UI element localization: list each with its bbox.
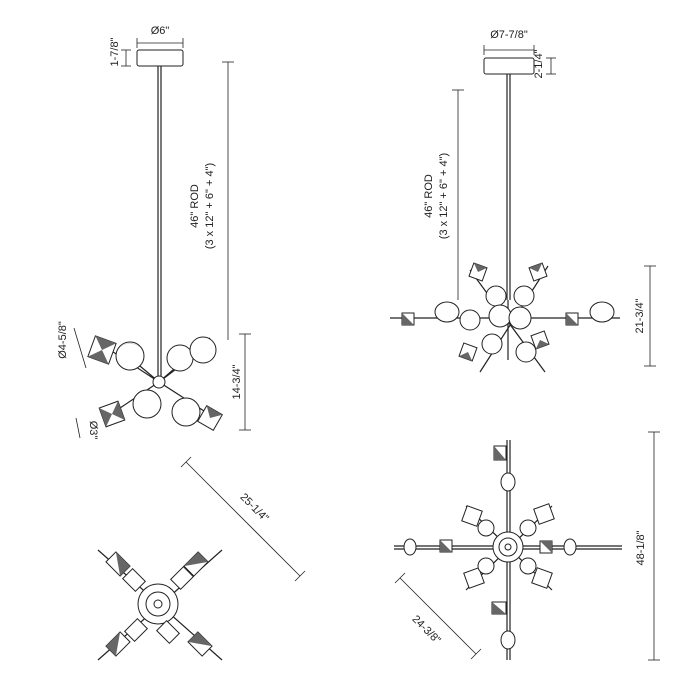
v1-body-h-label: 14-3/4"	[231, 364, 243, 399]
v2-canopy-dia-label: Ø7-7/8"	[490, 29, 528, 41]
view2-elevation: Ø7-7/8" 2-1/4" 46" ROD (3 x 12" + 6" + 4…	[390, 29, 656, 373]
v1-globe	[171, 397, 201, 427]
v2-plan-diag-label: 24-3/8"	[409, 613, 442, 646]
v1-rod-label-2: (3 x 12" + 6" + 4")	[204, 163, 216, 249]
v1-globe	[189, 336, 217, 364]
v1-crystal	[98, 400, 126, 428]
v1-plan-crystal	[183, 551, 209, 577]
v2-globe	[485, 285, 507, 307]
v2-canopy-h-label: 2-1/4"	[533, 49, 545, 78]
v2-rod-label-2: (3 x 12" + 6" + 4")	[438, 153, 450, 239]
v2-globe	[589, 301, 615, 323]
v1-crystal	[197, 405, 223, 431]
v1-crystal-dia-label: Ø3"	[87, 421, 99, 440]
view1-plan: 25-1/4"	[97, 456, 306, 661]
v1-globe	[132, 389, 162, 419]
v1-globe	[166, 344, 194, 372]
v1-plan-crystal	[105, 551, 131, 577]
v1-globe	[115, 341, 145, 371]
v2-globe	[513, 285, 535, 307]
v2-canopy	[483, 57, 535, 75]
v2-globe	[508, 306, 532, 330]
v1-plan-crystal	[123, 617, 149, 643]
v2-globe	[515, 341, 537, 363]
v1-hub	[152, 375, 166, 389]
v1-plan-crystal	[105, 631, 131, 657]
v1-plan-diag-label: 25-1/4"	[237, 491, 270, 524]
v2-rod-label-1: 46" ROD	[423, 174, 435, 218]
v1-globe-dia-label: Ø4-5/8"	[57, 321, 69, 359]
v2-globe	[434, 301, 460, 323]
v1-plan-crystal	[121, 567, 147, 593]
v1-plan-crystal	[169, 565, 195, 591]
v1-canopy	[136, 49, 184, 67]
v1-rod-label-1: 46" ROD	[189, 184, 201, 228]
v1-canopy-h-label: 1-7/8"	[109, 37, 121, 66]
view2-plan: 48-1/8" 24-3/8"	[394, 431, 660, 661]
v2-plan-len-label: 48-1/8"	[635, 530, 647, 565]
v1-canopy-dia-label: Ø6"	[151, 25, 170, 37]
v2-globe	[488, 304, 512, 328]
v1-crystal	[87, 335, 117, 365]
v2-body-h-label: 21-3/4"	[634, 298, 646, 333]
v1-plan-crystal	[187, 631, 213, 657]
v2-globe	[459, 309, 481, 331]
v2-globe	[481, 333, 503, 355]
v1-plan-crystal	[155, 619, 181, 645]
view1-elevation: Ø6" 1-7/8" 46" ROD (3 x 12" + 6" + 4") 1…	[57, 25, 251, 439]
